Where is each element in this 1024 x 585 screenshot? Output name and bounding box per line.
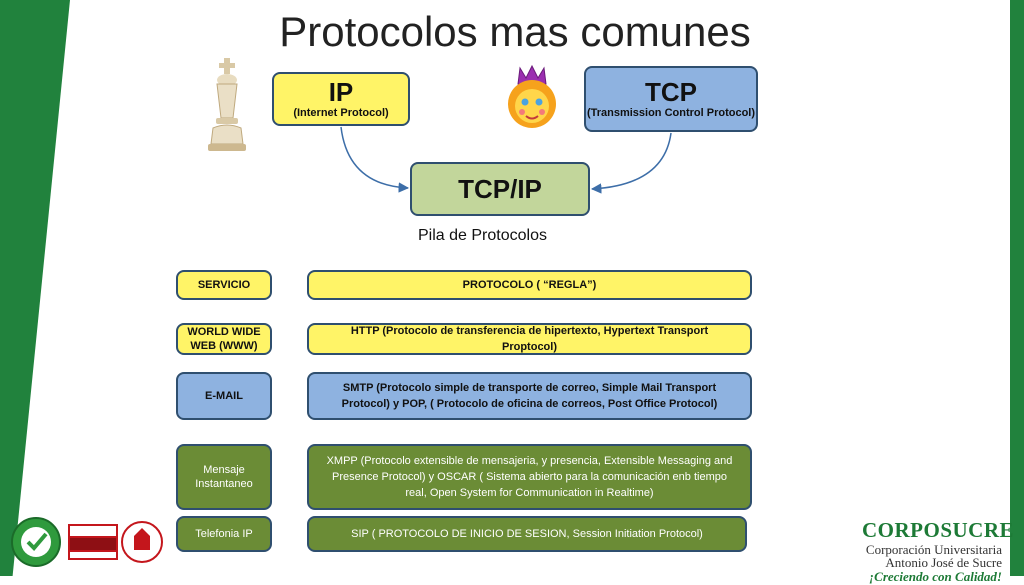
row-voip-service: Telefonia IP [176,516,272,552]
tcp-subtitle: (Transmission Control Protocol) [586,106,756,119]
stack-label: Pila de Protocolos [418,227,547,244]
brand-tagline: ¡Creciendo con Calidad! [869,569,1002,584]
ip-title: IP [328,76,354,107]
row-voip-protocol-text: SIP ( PROTOCOLO DE INICIO DE SESION, Ses… [351,528,703,540]
tcp-title: TCP [645,76,697,107]
crowned-face-icon [508,64,556,128]
brand-line2: Antonio José de Sucre [885,555,1002,570]
row-www-service: WORLD WIDE WEB (WWW) [176,323,272,355]
header-protocol: PROTOCOLO ( “REGLA”) [307,270,752,300]
tcp-box: TCP (Transmission Control Protocol) [584,66,758,132]
row-im-service: Mensaje Instantaneo [176,444,272,510]
tcpip-title: TCP/IP [458,174,542,204]
slide-title: Protocolos mas comunes [279,8,751,55]
row-www-service-label: WORLD WIDE WEB (WWW) [187,326,261,352]
row-email-service-label: E-MAIL [205,390,243,402]
right-green-band [1010,0,1024,576]
row-www-protocol-text: HTTP (Protocolo de transferencia de hipe… [350,325,709,353]
tcpip-box: TCP/IP [410,162,590,216]
ip-box: IP (Internet Protocol) [272,72,410,126]
row-email-protocol-text: SMTP (Protocolo simple de transporte de … [341,382,718,410]
brand-line1: Corporación Universitaria [865,542,1002,557]
brand-name: CORPOSUCRE [862,518,1015,542]
certification-badges-logo [11,517,163,567]
chess-king-icon [208,58,246,151]
row-www-protocol: HTTP (Protocolo de transferencia de hipe… [307,323,752,355]
row-email-protocol: SMTP (Protocolo simple de transporte de … [307,372,752,420]
tcp-to-tcpip-arrow [590,132,672,194]
header-service-label: SERVICIO [197,279,251,291]
corposucre-brand: CORPOSUCRE Corporación Universitaria Ant… [862,518,1015,585]
row-im-protocol-text: XMPP (Protocolo extensible de mensajeria… [326,455,733,499]
header-service: SERVICIO [176,270,272,300]
row-voip-protocol: SIP ( PROTOCOLO DE INICIO DE SESION, Ses… [307,516,747,552]
ip-subtitle: (Internet Protocol) [293,106,389,119]
row-im-protocol: XMPP (Protocolo extensible de mensajeria… [307,444,752,510]
row-email-service: E-MAIL [176,372,272,420]
header-protocol-label: PROTOCOLO ( “REGLA”) [462,279,597,291]
row-im-service-label: Mensaje Instantaneo [195,464,253,490]
ip-to-tcpip-arrow [340,126,410,193]
row-voip-service-label: Telefonia IP [195,528,253,540]
